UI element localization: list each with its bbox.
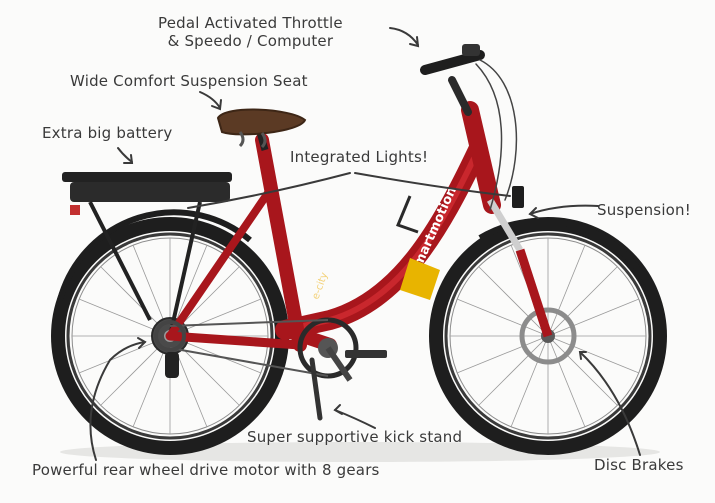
annotation-arrows [89,27,641,461]
bike-frame [165,101,501,352]
motor-label: Powerful rear wheel drive motor with 8 g… [32,461,380,479]
suspension-seat [216,108,307,151]
crank-arm [325,346,353,382]
disc-brake-rotor [519,307,577,365]
frame-model-text: e-city [310,271,330,301]
bottle-cage [396,195,419,234]
rear-cassette [154,320,186,352]
frame-accent-decal [400,258,440,300]
disc-brakes-label: Disc Brakes [594,456,684,474]
suspension-label: Suspension! [597,201,691,219]
throttle-annotation: Pedal Activated Throttle & Speedo / Comp… [158,14,343,50]
throttle-computer [462,44,480,56]
headlight [512,186,524,208]
derailleur [165,352,179,378]
seat-label: Wide Comfort Suspension Seat [70,72,308,90]
lights-label: Integrated Lights! [290,148,429,166]
suspension-fork [486,198,553,338]
kickstand [309,357,323,421]
drivetrain [154,317,387,382]
throttle-label-line1: Pedal Activated Throttle [158,14,343,32]
pedal [345,350,387,358]
front-mudguard [478,217,663,321]
rear-mudguard [57,209,252,301]
rear-rack [62,172,232,337]
battery-pack [70,182,230,202]
kickstand-label: Super supportive kick stand [247,428,463,446]
battery-label: Extra big battery [42,124,173,142]
handlebar [420,44,518,211]
throttle-label-line2: & Speedo / Computer [167,32,334,50]
